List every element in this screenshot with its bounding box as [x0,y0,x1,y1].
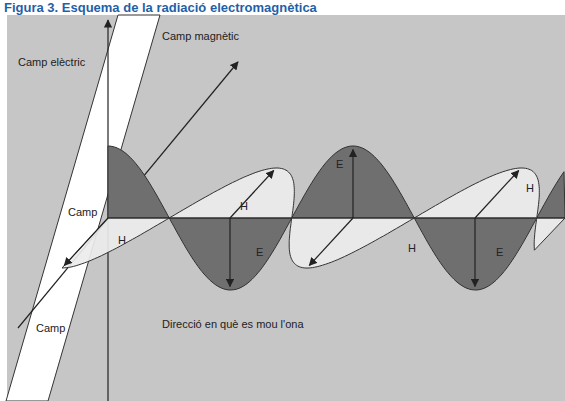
magnetic-vector [475,171,519,218]
field-symbol: H [408,242,416,255]
field-vectors [64,150,518,287]
plane-label: Camp [68,206,97,219]
field-symbol: H [526,182,534,195]
field-symbol: E [256,246,263,259]
field-symbol: E [336,158,343,171]
direction-label: Direcció en què es mou l'ona [162,318,304,331]
electric-vector [474,218,475,286]
electric-vector [352,150,353,218]
magnetic-wave [62,168,565,268]
background-panel [7,15,565,401]
axis-label: Camp magnètic [162,30,239,43]
field-symbol: H [240,200,248,213]
plane-label: Camp [36,322,65,335]
magnetic-vector [230,171,274,218]
propagation-axis [108,217,565,218]
magnetic-vector [309,218,353,266]
magnetic-vector [64,218,108,266]
electric-vector [229,218,230,286]
field-symbol: E [496,246,503,259]
electric-wave [108,146,565,290]
axis-label: Camp elèctric [18,56,85,69]
field-symbol: H [118,234,126,247]
figure-title: Figura 3. Esquema de la radiació electro… [4,0,317,15]
